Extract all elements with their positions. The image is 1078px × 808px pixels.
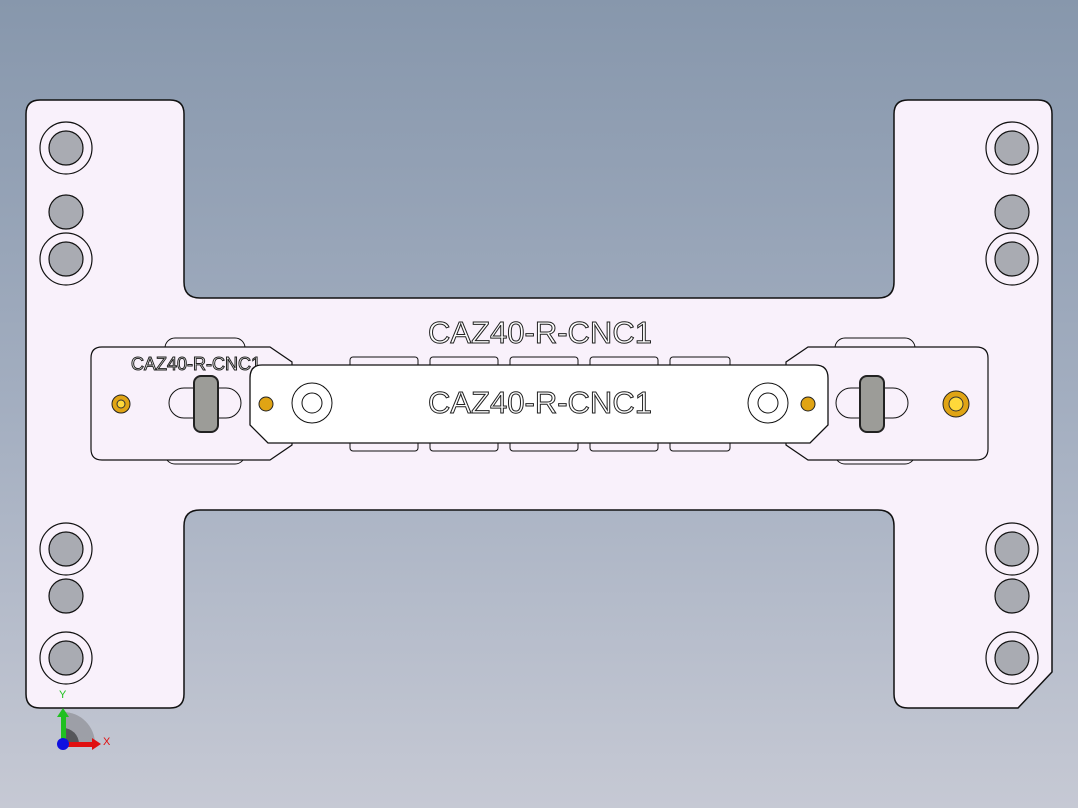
- x-axis-label: X: [103, 736, 111, 748]
- z-axis-icon: [57, 738, 69, 750]
- bar-label: CAZ40-R-CNC1: [428, 385, 652, 420]
- cam-lever-icon[interactable]: [859, 375, 885, 433]
- clamp-label: CAZ40-R-CNC1: [131, 354, 261, 374]
- mounting-holes: [39, 121, 1039, 685]
- cam-lever-icon[interactable]: [193, 375, 219, 433]
- x-axis-arrow: [63, 742, 93, 747]
- y-axis-label: Y: [59, 689, 67, 701]
- right-clamp[interactable]: [785, 346, 989, 461]
- locating-pin-icon: [800, 396, 816, 412]
- center-bar[interactable]: CAZ40-R-CNC1: [249, 364, 829, 444]
- left-clamp[interactable]: CAZ40-R-CNC1: [90, 346, 293, 461]
- y-axis-arrow: [61, 715, 66, 744]
- plate-label: CAZ40-R-CNC1: [428, 315, 652, 350]
- axis-triad: Y X: [57, 689, 111, 750]
- locating-pin-icon: [258, 396, 274, 412]
